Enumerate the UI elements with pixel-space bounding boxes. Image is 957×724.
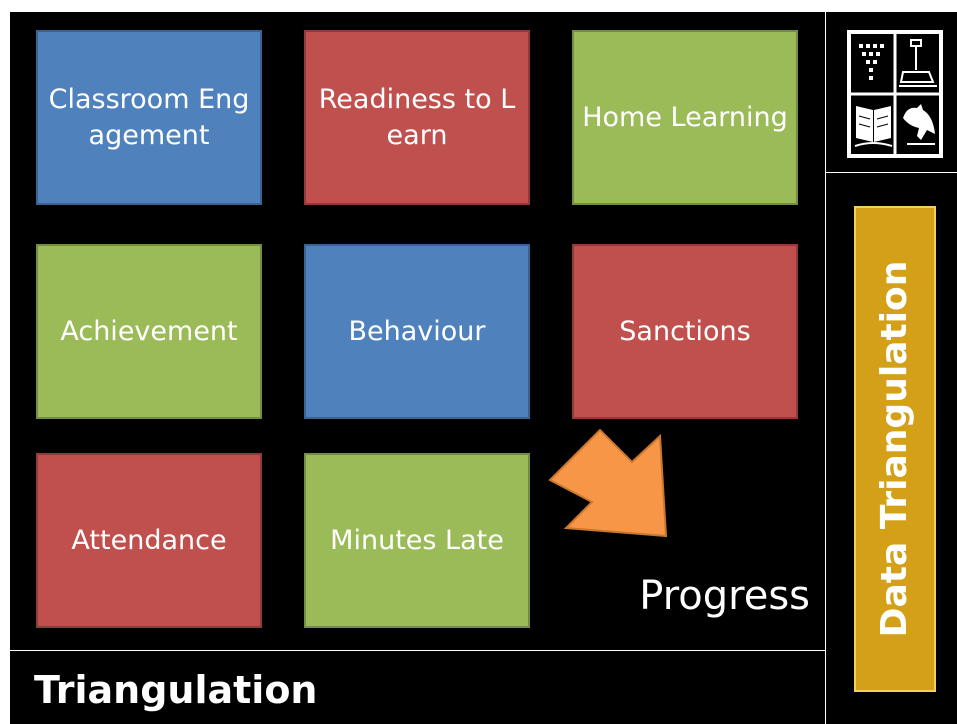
tile-label: Attendance [71,524,227,556]
orange-arrow-down-right-icon [548,428,668,538]
tile-home-learning[interactable]: Home Learning [572,30,798,205]
tile-label: Minutes Late [330,524,504,556]
tile-classroom-engagement[interactable]: Classroom Engagement [36,30,262,205]
tile-label: Classroom Engagement [48,83,250,151]
tile-label: Sanctions [619,315,751,347]
tile-label: Achievement [60,315,238,347]
tile-achievement[interactable]: Achievement [36,244,262,419]
tile-minutes-late[interactable]: Minutes Late [304,453,530,628]
page-title: Triangulation [34,668,318,712]
tile-label: Behaviour [348,315,486,347]
tile-label: Home Learning [582,101,788,133]
footer-divider [10,650,825,651]
tile-behaviour[interactable]: Behaviour [304,244,530,419]
tile-attendance[interactable]: Attendance [36,453,262,628]
school-crest-icon [847,30,943,158]
side-banner[interactable]: Data Triangulation [854,206,936,692]
tile-sanctions[interactable]: Sanctions [572,244,798,419]
progress-label: Progress [639,573,810,619]
side-banner-label: Data Triangulation [874,260,915,638]
tile-readiness-to-learn[interactable]: Readiness to Learn [304,30,530,205]
tile-label: Readiness to Learn [318,83,516,151]
